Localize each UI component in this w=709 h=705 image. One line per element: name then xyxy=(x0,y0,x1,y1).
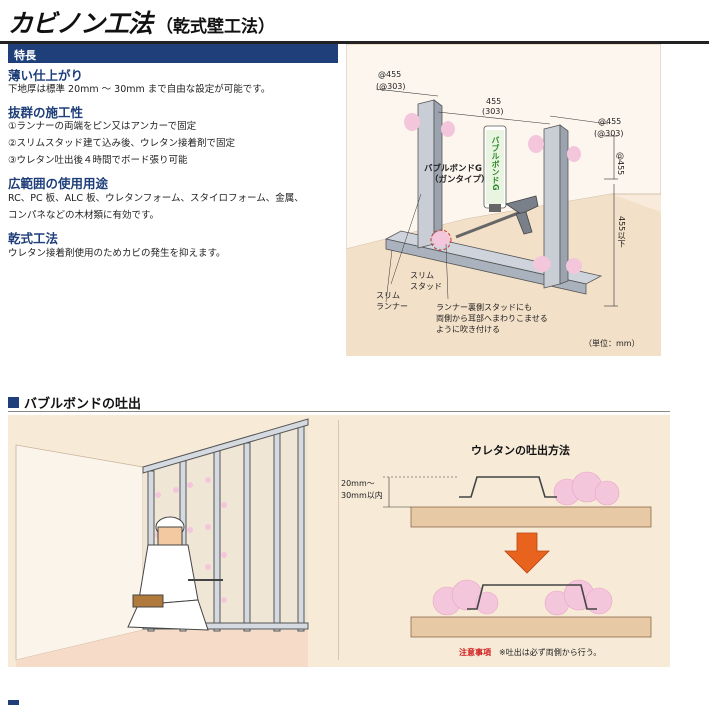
feature-text-1a: 下地厚は標準 20mm ～ 30mm まで自由な設定が可能です。 xyxy=(8,84,271,95)
stud-label-1: スリム xyxy=(410,271,434,280)
wall-construction-diagram: @455 (@303) 455 (303) @455 (@303) @455 4… xyxy=(345,43,662,356)
dim-label-vert-455: @455 xyxy=(616,152,625,176)
caution-label: 注意事項 xyxy=(459,648,491,657)
title-rule xyxy=(0,41,709,44)
worker-illustration xyxy=(15,418,309,667)
method-dim-label-2: 30mm以内 xyxy=(341,491,383,500)
method-dim-label-1: 20mm～ xyxy=(341,479,375,488)
title-subtitle: （乾式壁工法） xyxy=(156,17,276,37)
dim-label-303-top: (@303) xyxy=(376,82,406,91)
dim-label-303-right: (@303) xyxy=(594,129,624,138)
section-title: バブルボンドの吐出 xyxy=(24,397,142,412)
dim-label-455-right: @455 xyxy=(598,117,622,126)
dim-label-455-top: @455 xyxy=(378,70,402,79)
feature-heading-3: 広範囲の使用用途 xyxy=(8,176,109,191)
title-main: カビノン工法 xyxy=(8,9,153,38)
note-line-2: 両側から耳部へまわりこませる xyxy=(436,314,548,323)
feature-heading-2: 抜群の施工性 xyxy=(8,105,84,120)
feature-text-2a: ①ランナーの両端をピン又はアンカーで固定 xyxy=(8,121,197,132)
features-header: 特長 xyxy=(8,44,338,63)
feature-text-3a: RC、PC 板、ALC 板、ウレタンフォーム、スタイロフォーム、金属、 xyxy=(8,193,304,204)
product-label-2: （ガンタイプ） xyxy=(430,175,490,185)
feature-heading-1: 薄い仕上がり xyxy=(8,68,84,83)
stud-label-2: スタッド xyxy=(410,282,442,291)
panel-divider xyxy=(338,420,339,660)
next-section-bullet xyxy=(8,700,19,705)
product-label-1: バブルボンドG xyxy=(424,164,482,174)
dim-label-455-mid: 455 xyxy=(486,97,502,106)
note-line-3: ように吹き付ける xyxy=(436,325,500,334)
features-label: 特長 xyxy=(14,49,36,62)
method-illustration xyxy=(383,471,652,638)
section-bullet xyxy=(8,397,19,408)
feature-text-2c: ③ウレタン吐出後４時間でボード張り可能 xyxy=(8,155,188,166)
feature-text-2b: ②スリムスタッド建て込み後、ウレタン接着剤で固定 xyxy=(8,138,236,149)
urethan-method-diagram: ウレタンの吐出方法 20mm～ 30mm以内 注意事項 ※吐出は必ず両側から行う… xyxy=(339,415,670,667)
feature-heading-4: 乾式工法 xyxy=(8,231,59,246)
runner-label-1: スリム xyxy=(376,291,400,300)
caution-text: ※吐出は必ず両側から行う。 xyxy=(499,648,602,657)
dim-label-vert-455-below: 455以下 xyxy=(617,216,626,248)
section-rule xyxy=(8,411,670,412)
can-label: バブルボンドG xyxy=(491,136,500,191)
note-line-1: ランナー裏側スタッドにも xyxy=(436,303,532,312)
page-title: カビノン工法（乾式壁工法） xyxy=(8,4,275,40)
runner-label-2: ランナー xyxy=(376,302,408,311)
diagram-illustration xyxy=(345,43,662,356)
method-title: ウレタンの吐出方法 xyxy=(471,444,570,457)
feature-text-4a: ウレタン接着剤使用のためカビの発生を抑えます。 xyxy=(8,248,226,259)
dim-label-303-mid: (303) xyxy=(482,107,504,116)
feature-text-3b: コンパネなどの木材類に有効です。 xyxy=(8,210,160,221)
unit-label: （単位：mm） xyxy=(584,339,640,348)
